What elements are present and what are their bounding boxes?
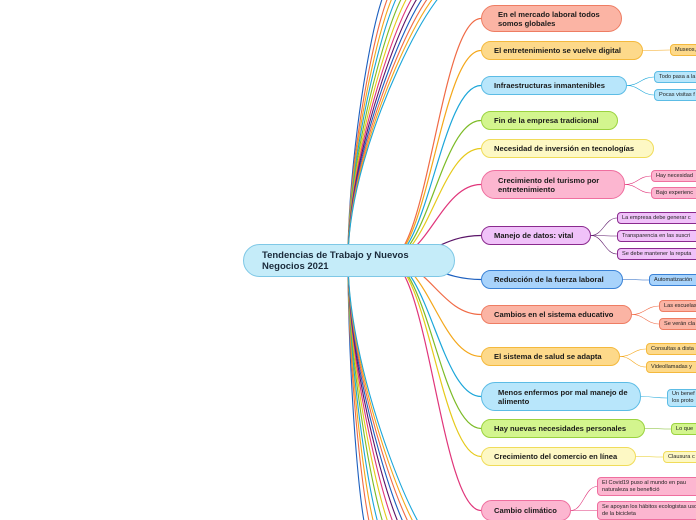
topic-label: Fin de la empresa tradicional — [494, 116, 599, 125]
topic-label: El sistema de salud se adapta — [494, 352, 602, 361]
leaf-connector — [570, 486, 598, 511]
subtopic-label: Lo que — [676, 425, 694, 432]
offscreen-branch-line — [347, 0, 402, 261]
subtopic-label: Videollamadas y — [651, 363, 692, 370]
offscreen-branch-line — [347, 259, 418, 520]
topic-label: Menos enfermos por mal manejo de aliment… — [498, 387, 628, 406]
subtopic-node[interactable]: El Covid19 puso al mundo en pau naturale… — [597, 477, 696, 496]
subtopic-node[interactable]: Consultas a dista — [646, 343, 696, 355]
topic-label: Crecimiento del turismo por entretenimie… — [498, 175, 600, 194]
subtopic-label: Clausura c — [668, 453, 695, 460]
topic-label: En el mercado laboral todos somos global… — [498, 9, 600, 28]
central-topic[interactable]: Tendencias de Trabajo y Nuevos Negocios … — [243, 244, 455, 277]
subtopic-node[interactable]: Se debe mantener la reputa — [617, 248, 696, 260]
subtopic-node[interactable]: Museos, — [670, 44, 696, 56]
topic-node[interactable]: Reducción de la fuerza laboral — [481, 270, 623, 289]
leaf-connector — [631, 314, 660, 325]
topic-label: Cambios en el sistema educativo — [494, 310, 614, 319]
topic-node[interactable]: Menos enfermos por mal manejo de aliment… — [481, 382, 641, 411]
leaf-connector — [590, 235, 618, 255]
leaf-connector — [619, 348, 647, 357]
topic-node[interactable]: Manejo de datos: vital — [481, 226, 591, 245]
offscreen-branch-line — [347, 0, 388, 261]
central-topic-label: Tendencias de Trabajo y Nuevos Negocios … — [262, 249, 409, 272]
leaf-connector — [631, 305, 660, 315]
topic-label: Hay nuevas necesidades personales — [494, 424, 627, 433]
subtopic-node[interactable]: Las escuelas — [659, 300, 696, 312]
subtopic-label: Se apoyan los hábitos ecologistas uso de… — [602, 503, 696, 517]
topic-node[interactable]: Cambios en el sistema educativo — [481, 305, 632, 324]
leaf-connector — [619, 356, 647, 368]
subtopic-node[interactable]: Bajo experienc — [651, 187, 696, 199]
subtopic-label: El Covid19 puso al mundo en pau naturale… — [602, 479, 686, 493]
topic-node[interactable]: Cambio climático — [481, 500, 571, 520]
topic-connector — [387, 49, 482, 261]
topic-node[interactable]: Crecimiento del comercio en línea — [481, 447, 636, 466]
subtopic-label: Pocas visitas f — [659, 91, 695, 98]
subtopic-node[interactable]: Pocas visitas f — [654, 89, 696, 101]
subtopic-node[interactable]: Se apoyan los hábitos ecologistas uso de… — [597, 501, 696, 520]
subtopic-label: Se verán cla — [664, 320, 696, 327]
subtopic-label: Las escuelas — [664, 302, 696, 309]
subtopic-label: Un benef los proto — [672, 391, 695, 404]
topic-label: Reducción de la fuerza laboral — [494, 275, 604, 284]
topic-node[interactable]: El entretenimiento se vuelve digital — [481, 41, 643, 60]
subtopic-node[interactable]: Hay necesidad — [651, 170, 696, 182]
topic-node[interactable]: Crecimiento del turismo por entretenimie… — [481, 170, 625, 199]
subtopic-label: Transparencia en las suscri — [622, 232, 691, 239]
leaf-connector — [590, 217, 618, 236]
leaf-connector — [624, 184, 652, 194]
leaf-connector — [644, 428, 672, 430]
topic-node[interactable]: Hay nuevas necesidades personales — [481, 419, 645, 438]
subtopic-label: Hay necesidad — [656, 172, 694, 179]
subtopic-label: Bajo experienc — [656, 189, 694, 196]
subtopic-label: La empresa debe generar c — [622, 214, 691, 221]
subtopic-node[interactable]: Un benef los proto — [667, 389, 696, 407]
topic-label: Infraestructuras inmantenibles — [494, 81, 605, 90]
topic-label: Crecimiento del comercio en línea — [494, 452, 618, 461]
subtopic-node[interactable]: Videollamadas y — [646, 361, 696, 373]
subtopic-node[interactable]: Se verán cla — [659, 318, 696, 330]
leaf-connector — [626, 85, 655, 96]
topic-connector — [387, 259, 482, 458]
topic-connector — [387, 84, 482, 261]
subtopic-label: Todo pasa a la — [659, 73, 696, 80]
leaf-connector — [590, 235, 618, 237]
subtopic-node[interactable]: Lo que — [671, 423, 696, 435]
topic-node[interactable]: El sistema de salud se adapta — [481, 347, 620, 366]
topic-label: Cambio climático — [494, 506, 557, 515]
leaf-connector — [622, 279, 650, 281]
topic-connector — [387, 259, 482, 398]
topic-node[interactable]: En el mercado laboral todos somos global… — [481, 5, 622, 32]
topic-node[interactable]: Infraestructuras inmantenibles — [481, 76, 627, 95]
offscreen-branch-line — [347, 259, 370, 520]
topic-label: Necesidad de inversión en tecnologías — [494, 144, 635, 153]
topic-node[interactable]: Necesidad de inversión en tecnologías — [481, 139, 654, 158]
subtopic-label: Se debe mantener la reputa — [622, 250, 692, 257]
subtopic-label: Automatización — [654, 276, 693, 283]
topic-connector — [387, 259, 482, 430]
leaf-connector — [624, 175, 652, 185]
subtopic-label: Consultas a dista — [651, 345, 694, 352]
subtopic-node[interactable]: Clausura c — [663, 451, 696, 463]
offscreen-branch-line — [347, 0, 438, 261]
leaf-connector — [635, 456, 664, 458]
subtopic-node[interactable]: Todo pasa a la — [654, 71, 696, 83]
subtopic-node[interactable]: Automatización — [649, 274, 696, 286]
subtopic-label: Museos, — [675, 46, 696, 53]
subtopic-node[interactable]: La empresa debe generar c — [617, 212, 696, 224]
topic-label: El entretenimiento se vuelve digital — [494, 46, 622, 55]
topic-label: Manejo de datos: vital — [494, 231, 574, 240]
leaf-connector — [626, 76, 655, 86]
leaf-connector — [642, 49, 671, 51]
topic-connector — [387, 259, 482, 512]
topic-node[interactable]: Fin de la empresa tradicional — [481, 111, 618, 130]
leaf-connector — [640, 396, 668, 399]
subtopic-node[interactable]: Transparencia en las suscri — [617, 230, 696, 242]
